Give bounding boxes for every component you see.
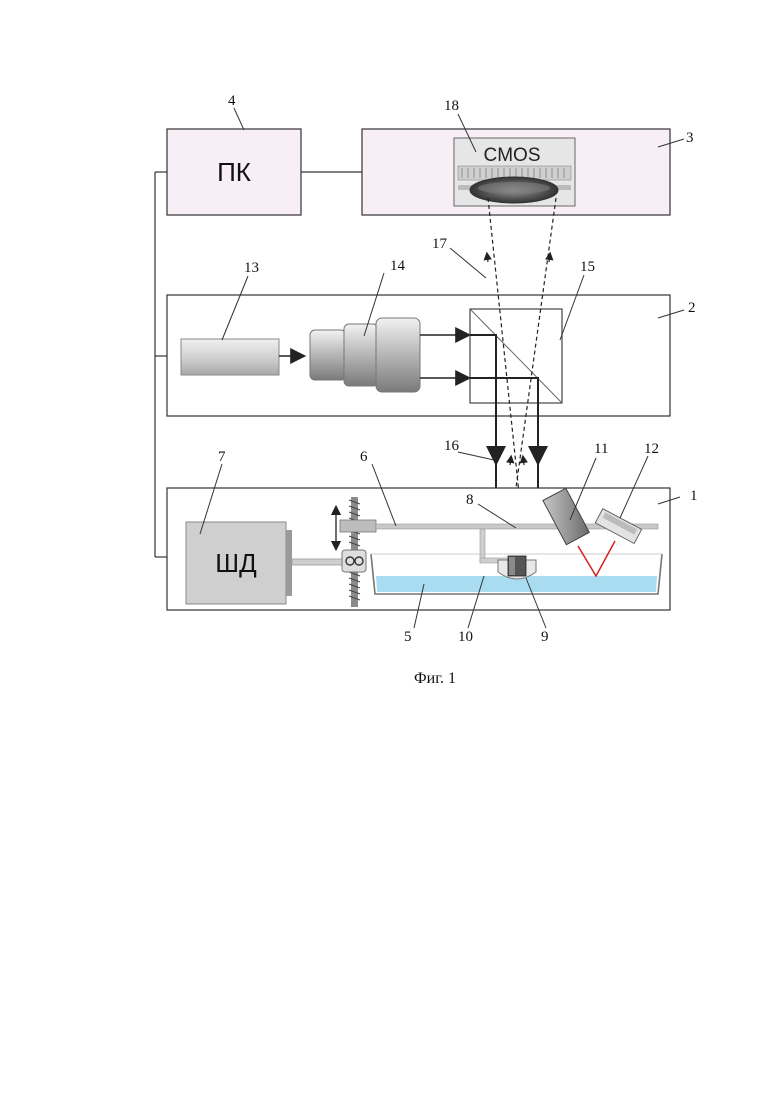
ref-1: 1	[690, 488, 698, 504]
stepper-motor-flange	[286, 530, 292, 596]
motor-label: ШД	[215, 548, 257, 578]
cmos-label: CMOS	[484, 145, 541, 166]
ref-8: 8	[466, 492, 474, 508]
beam-splitter	[470, 309, 562, 403]
ref-14: 14	[390, 258, 406, 274]
ref-18: 18	[444, 98, 459, 114]
ref-12: 12	[644, 441, 659, 457]
ref-16: 16	[444, 438, 460, 454]
ref-4: 4	[228, 93, 236, 109]
ref-7: 7	[218, 449, 226, 465]
ref-13: 13	[244, 260, 259, 276]
carriage-block	[340, 520, 376, 532]
ref-3: 3	[686, 130, 694, 146]
gear-box	[342, 550, 366, 572]
ref-2: 2	[688, 300, 696, 316]
light-source	[181, 339, 279, 375]
motor-shaft	[292, 559, 342, 565]
ref-11: 11	[594, 441, 608, 457]
ref-17: 17	[432, 236, 448, 252]
pc-label: ПК	[217, 157, 251, 187]
ref-6: 6	[360, 449, 368, 465]
return-ray-arrow-lower-left	[510, 457, 511, 465]
ref-5: 5	[404, 629, 412, 645]
sample-holder-post	[480, 529, 485, 562]
return-ray-arrow-left	[487, 254, 488, 262]
return-ray-arrow-right	[549, 254, 550, 262]
ref-15: 15	[580, 259, 595, 275]
figure-caption: Фиг. 1	[414, 670, 456, 687]
return-ray-arrow-lower-right	[523, 457, 524, 465]
ref-10: 10	[458, 629, 473, 645]
ref-9: 9	[541, 629, 549, 645]
